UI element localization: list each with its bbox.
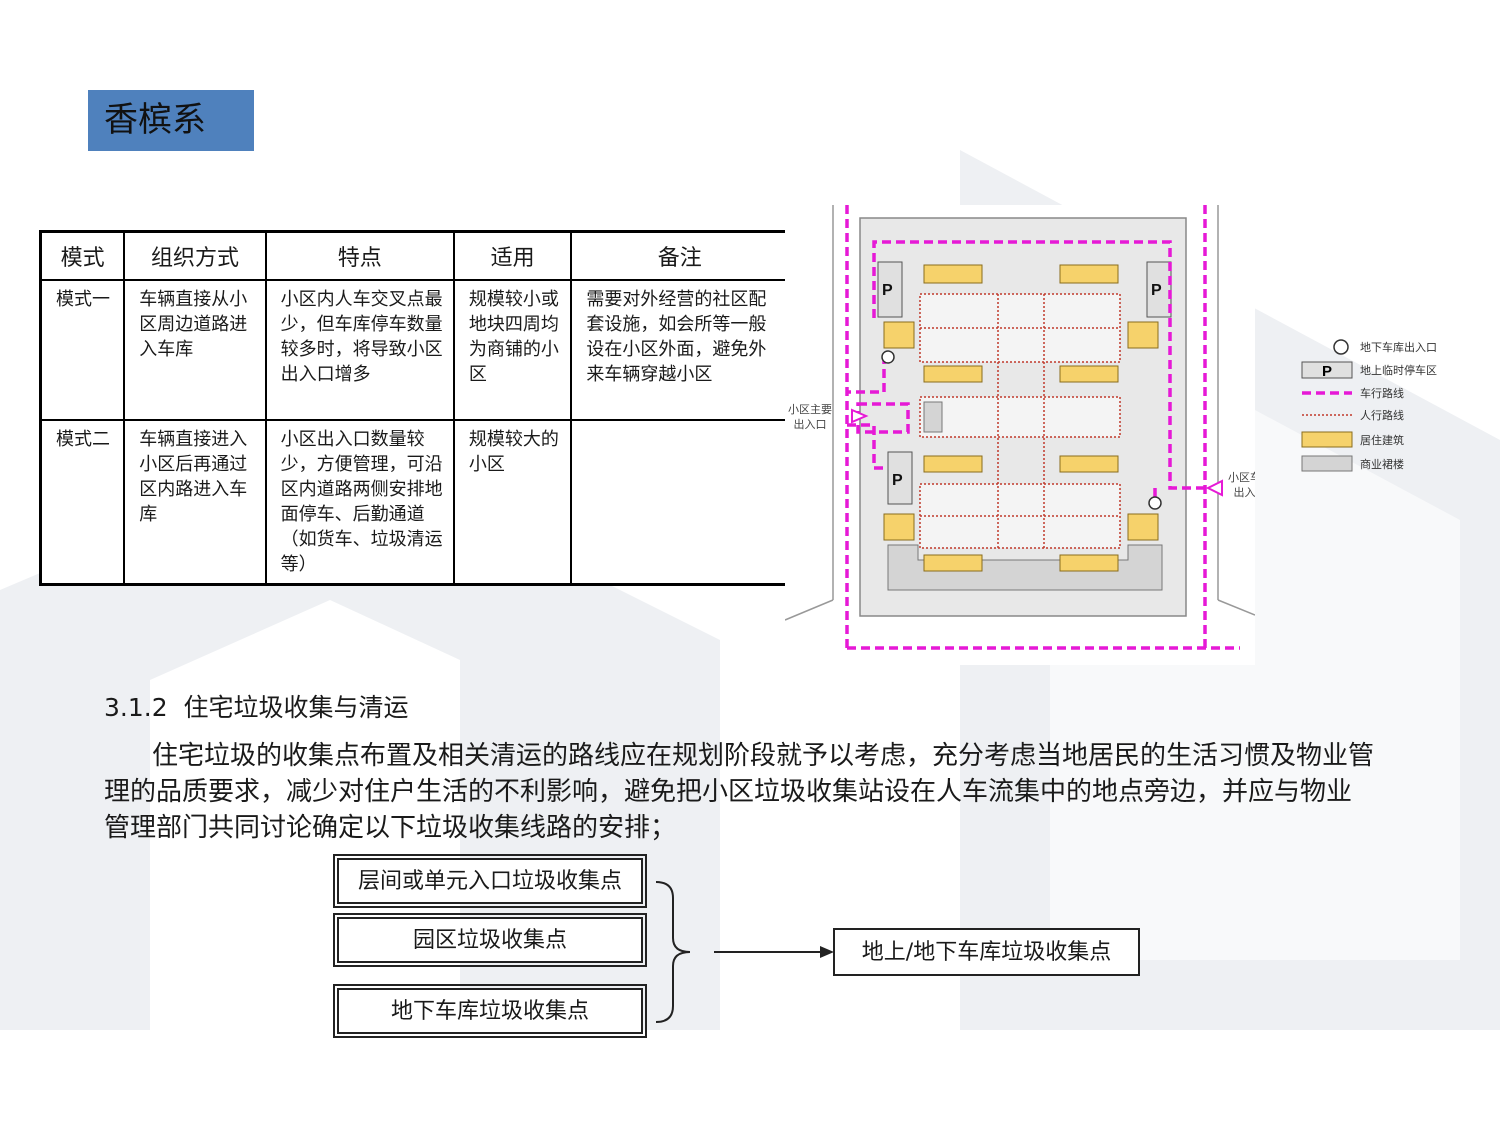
flow-target-label: 地上/地下车库垃圾收集点 — [861, 940, 1112, 965]
table-header-row: 模式 组织方式 特点 适用 备注 — [39, 230, 790, 281]
table-row: 模式二 车辆直接进入小区后再通过区内路进入车库 小区出入口数量较少，方便管理，可… — [39, 419, 790, 586]
flow-source-label: 地下车库垃圾收集点 — [390, 999, 589, 1024]
flow-source-box: 层间或单元入口垃圾收集点 — [333, 854, 647, 908]
table-header-cell: 适用 — [452, 230, 573, 281]
paragraph-text: 住宅垃圾的收集点布置及相关清运的路线应在规划阶段就予以考虑，充分考虑当地居民的生… — [104, 741, 1375, 843]
flow-brace — [655, 881, 691, 1023]
table-header-cell: 备注 — [570, 230, 790, 281]
legend-label: 车行路线 — [1360, 386, 1404, 400]
flow-source-label: 园区垃圾收集点 — [412, 928, 567, 953]
commercial-legend-swatch — [1301, 455, 1353, 472]
flow-target-box: 地上/地下车库垃圾收集点 — [833, 928, 1140, 976]
table-cell: 模式一 — [39, 279, 126, 421]
legend-label: 商业裙楼 — [1360, 457, 1404, 471]
table-header-cell: 组织方式 — [123, 230, 267, 281]
table-cell: 车辆直接进入小区后再通过区内路进入车库 — [123, 419, 267, 586]
legend-label: 地下车库出入口 — [1360, 340, 1437, 354]
table-cell: 规模较大的小区 — [452, 419, 573, 586]
garage-entrance-icon — [1333, 339, 1349, 355]
body-paragraph: 住宅垃圾的收集点布置及相关清运的路线应在规划阶段就予以考虑，充分考虑当地居民的生… — [104, 738, 1374, 846]
table-cell: 车辆直接从小区周边道路进入车库 — [123, 279, 267, 421]
legend-label: 居住建筑 — [1360, 433, 1404, 447]
table-cell: 小区内人车交叉点最少，但车库停车数量较多时，将导致小区出入口增多 — [264, 279, 455, 421]
parking-p-label: P — [882, 282, 893, 299]
table-cell: 小区出入口数量较少，方便管理，可沿区内道路两侧安排地面停车、后勤通道（如货车、垃… — [264, 419, 455, 586]
arrow-right-icon — [820, 946, 834, 958]
flow-source-label: 层间或单元入口垃圾收集点 — [357, 869, 622, 894]
legend-label: 人行路线 — [1360, 408, 1404, 422]
residential-legend-swatch — [1301, 431, 1353, 448]
section-tag: 香槟系 — [88, 90, 254, 151]
table-cell: 需要对外经营的社区配套设施，如会所等一般设在小区外面，避免外来车辆穿越小区 — [570, 279, 790, 421]
flow-source-box: 园区垃圾收集点 — [333, 913, 647, 967]
table-row: 模式一 车辆直接从小区周边道路进入车库 小区内人车交叉点最少，但车库停车数量较多… — [39, 279, 790, 421]
flow-connector — [655, 881, 834, 1023]
parking-p-label: P — [1322, 363, 1332, 380]
main-entrance-label: 小区主要出入口 — [788, 403, 832, 431]
legend-label: 地上临时停车区 — [1360, 363, 1437, 377]
site-plan-diagram: P P P 小区主要出入口 小区车行出入口 — [785, 205, 1255, 665]
parking-p-label: P — [892, 472, 903, 489]
table-cell — [570, 419, 790, 586]
parking-mode-table: 模式 组织方式 特点 适用 备注 模式一 车辆直接从小区周边道路进入车库 小区内… — [39, 230, 790, 586]
table-header-cell: 模式 — [39, 230, 126, 281]
parking-p-label: P — [1151, 282, 1162, 299]
parking-legend-icon — [1301, 361, 1353, 379]
table-cell: 规模较小或地块四周均为商铺的小区 — [452, 279, 573, 421]
table-header-cell: 特点 — [264, 230, 455, 281]
vehicle-entrance-label: 小区车行出入口 — [1228, 471, 1255, 499]
site-plan-legend: P 地下车库出入口 地上临时停车区 车行路线 人行路线 居住建筑 商业裙楼 — [1301, 339, 1437, 472]
section-heading: 3.1.2 住宅垃圾收集与清运 — [104, 693, 409, 722]
flow-source-box: 地下车库垃圾收集点 — [333, 984, 647, 1038]
table-cell: 模式二 — [39, 419, 126, 586]
